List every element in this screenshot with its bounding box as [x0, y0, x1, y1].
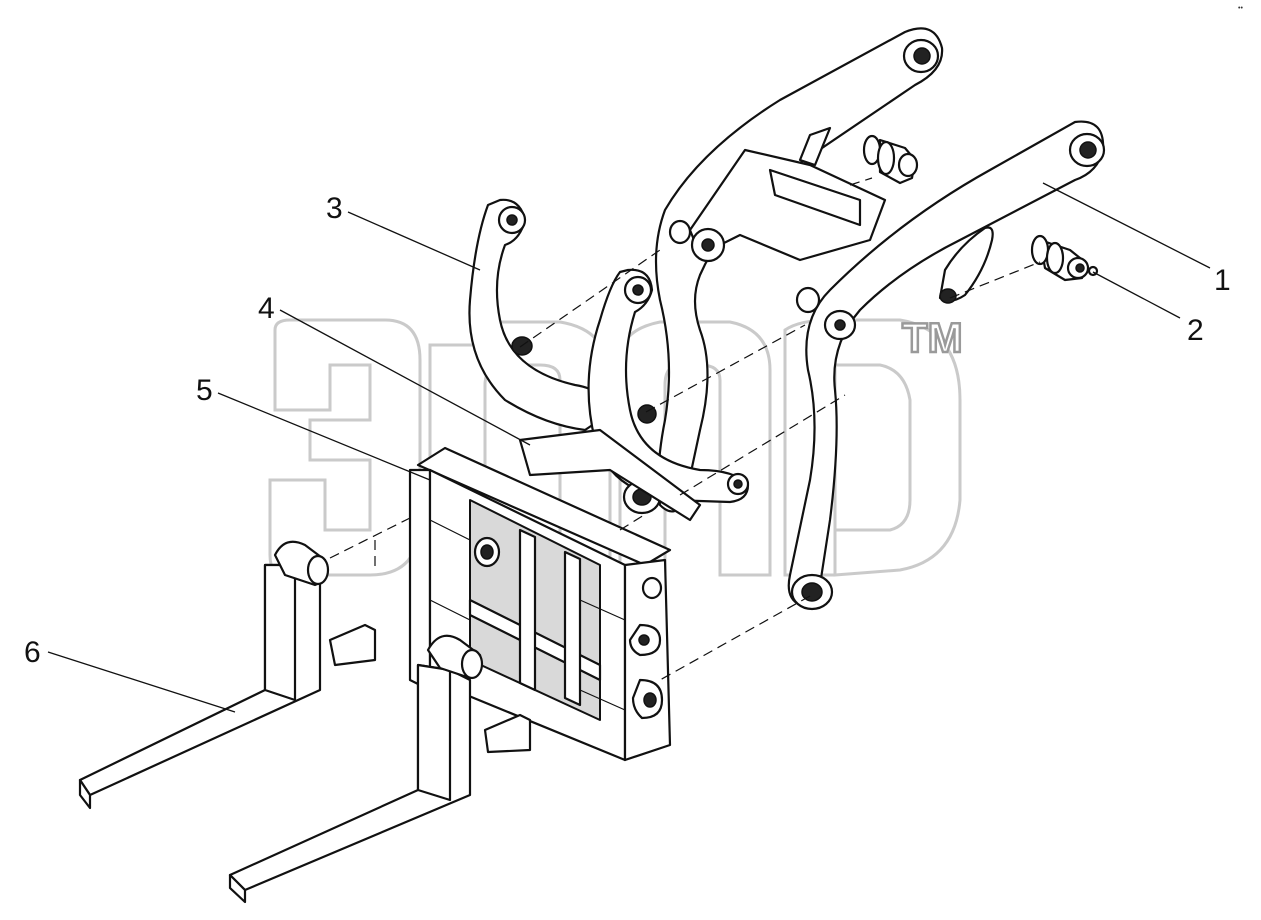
forks-part-6 [78, 540, 532, 904]
callout-4: 4 [258, 292, 275, 325]
frame-bore-1-hole [480, 544, 494, 560]
rear-arm-mid-pin-hole [701, 238, 715, 252]
front-hook-tip-bore [733, 479, 743, 489]
frame-back-plate [518, 428, 702, 522]
callout-2: 2 [1187, 314, 1204, 347]
rear-arm-top-bore [913, 47, 931, 65]
callout-3: 3 [326, 192, 343, 225]
callout-5: 5 [196, 374, 213, 407]
front-arm-mid-pin-hole [834, 319, 846, 331]
arm-bottom-bore [801, 582, 823, 602]
front-arm-top-bore [1079, 141, 1097, 159]
rear-hook-top-bore [506, 214, 518, 226]
fork-left [78, 540, 330, 810]
frame-left-side [408, 468, 432, 692]
lift-arms-part-1 [654, 27, 1106, 611]
latch-lower-hole [643, 692, 657, 708]
front-hook-top-bore [632, 284, 644, 296]
pin-upper [862, 134, 919, 185]
fork-right [228, 634, 484, 904]
callout-1: 1 [1214, 264, 1231, 297]
rear-arm-pin-end [668, 219, 692, 245]
fork-stop-right [483, 713, 532, 754]
crossbeam-bracket [798, 126, 832, 167]
pin-lower [1030, 234, 1099, 282]
latch-upper-hole [638, 634, 650, 646]
callouts: 1 2 3 4 5 6 [24, 182, 1231, 713]
fork-stop-left [328, 623, 377, 667]
crossbeam-face [768, 168, 862, 227]
frame-top-rail [416, 446, 672, 567]
corner-mark: •• [1238, 5, 1243, 12]
trademark-mark: TM [902, 314, 963, 361]
rear-hook-arm [468, 198, 604, 432]
callout-6: 6 [24, 636, 41, 669]
pins-part-2 [862, 134, 1099, 282]
frame-web-2 [563, 550, 582, 707]
front-arm-pin-end [795, 286, 821, 314]
assembly-centerlines [329, 177, 1041, 681]
frame-bore-2 [641, 576, 663, 600]
frame-center-web [518, 528, 537, 692]
carriage-frame-part-5 [408, 428, 702, 762]
frame-detail-lines [429, 519, 626, 711]
